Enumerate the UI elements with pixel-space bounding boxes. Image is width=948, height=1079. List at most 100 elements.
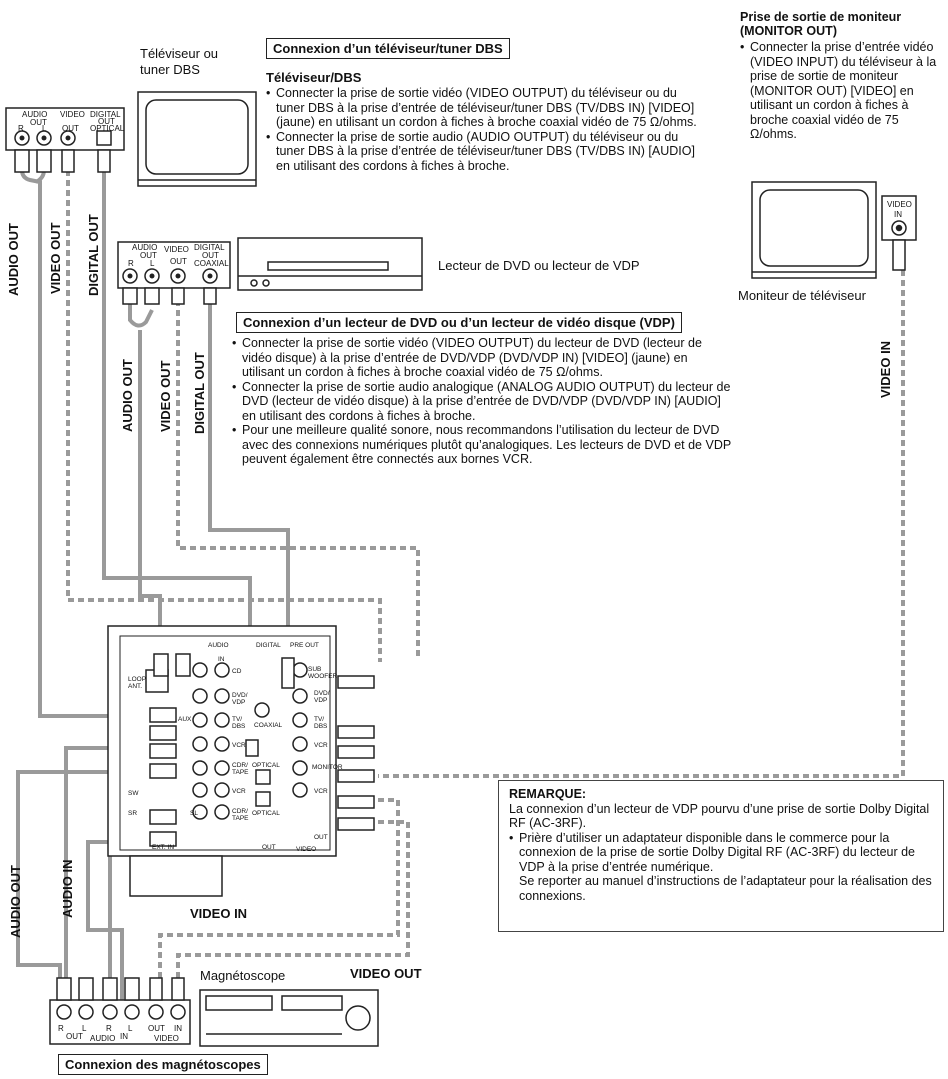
vcr-jack-l1: L — [82, 1024, 87, 1033]
dvd-bullet-video: Connecter la prise de sortie vidéo (VIDE… — [232, 336, 732, 380]
rcv-vcr2-label: VCR — [232, 788, 246, 795]
vcr-jack-l2: L — [128, 1024, 133, 1033]
vcr-jack-in2: IN — [120, 1032, 128, 1041]
dvd-bullet-audio: Connecter la prise de sortie audio analo… — [232, 380, 732, 424]
note-bullets: Prière d’utiliser un adaptateur disponib… — [509, 831, 933, 875]
rcv-loop-ant-label: LOOP ANT. — [128, 676, 146, 690]
note-title: REMARQUE: — [509, 787, 587, 801]
vcr-video-in-label: VIDEO IN — [190, 906, 248, 921]
dvd-video-out-label: VIDEO OUT — [158, 360, 173, 432]
tv-jack-r-label: R — [18, 124, 24, 133]
monitor-video-in-label: VIDEO IN — [878, 340, 893, 398]
tv-section-subtitle: Téléviseur/DBS — [266, 70, 362, 85]
rcv-optical2-label: OPTICAL — [252, 810, 280, 817]
rcv-vtv-label: TV/ DBS — [314, 716, 328, 730]
vcr-jack-audio: AUDIO — [90, 1034, 116, 1043]
dvd-jack-video-out-label: OUT — [170, 257, 187, 266]
monitor-title-1: Prise de sortie de moniteur — [740, 10, 902, 24]
rcv-vdvd-label: DVD/ VDP — [314, 690, 330, 704]
dvd-jack-labels: AUDIO OUT R L VIDEO OUT DIGITAL OUT COAX… — [120, 243, 232, 273]
rcv-sr-label: SR — [128, 810, 138, 817]
receiver-labels: AUDIO DIGITAL PRE OUT IN CD DVD/ VDP TV/… — [108, 626, 343, 856]
dvd-bullet-digital: Pour une meilleure qualité sonore, nous … — [232, 423, 732, 467]
dvd-jack-panel — [117, 241, 231, 305]
note-extra: Se reporter au manuel d’instructions de … — [519, 874, 932, 903]
tv-section-bullets: Connecter la prise de sortie vidéo (VIDE… — [266, 86, 706, 173]
tv-jack-audio-label: AUDIO — [22, 110, 48, 119]
rcv-vout-label: OUT — [314, 834, 328, 841]
tv-digital-out-label: DIGITAL OUT — [86, 214, 101, 296]
vcr-drawing — [199, 989, 379, 1047]
tv-jack-video-out-label: OUT — [62, 124, 79, 133]
vcr-jack-in: IN — [174, 1024, 182, 1033]
rcv-optical-label: OPTICAL — [252, 762, 280, 769]
vcr-video-out-label: VIDEO OUT — [350, 966, 422, 981]
tv-jack-l-label: L — [42, 124, 47, 133]
tv-jack-optical-label: OPTICAL — [90, 124, 125, 133]
dvd-section-title: Connexion d’un lecteur de DVD ou d’un le… — [236, 312, 682, 333]
tv-jack-digital-out-label: OUT — [98, 117, 115, 126]
dvd-jack-out-label: OUT — [140, 251, 157, 260]
monitor-bullets: Connecter la prise d’entrée vidéo (VIDEO… — [740, 40, 944, 142]
note-box: REMARQUE: La connexion d’un lecteur de V… — [498, 780, 944, 932]
rcv-cdr-label: CDR/ TAPE — [232, 762, 249, 776]
tv-jack-digital-label: DIGITAL — [90, 110, 121, 119]
vcr-section-title: Connexion des magnétoscopes — [58, 1054, 268, 1075]
dvd-jack-digital-out-label: OUT — [202, 251, 219, 260]
dvd-section-bullets: Connecter la prise de sortie vidéo (VIDE… — [232, 336, 732, 467]
monitor-title-2: (MONITOR OUT) — [740, 24, 837, 38]
monitor-bullet: Connecter la prise d’entrée vidéo (VIDEO… — [740, 40, 944, 142]
rcv-digital-label: DIGITAL — [256, 642, 281, 649]
rcv-in-label: IN — [218, 656, 225, 663]
vcr-jack-out2: OUT — [66, 1032, 83, 1041]
vcr-jack-panel — [49, 977, 191, 1045]
rcv-video-label: VIDEO — [296, 846, 317, 853]
tv-section-title: Connexion d’un téléviseur/tuner DBS — [266, 38, 510, 59]
rcv-preout-label: PRE OUT — [290, 642, 319, 649]
receiver-panel — [107, 625, 375, 897]
dvd-jack-coaxial-label: COAXIAL — [194, 259, 229, 268]
rcv-vvcr2-label: VCR — [314, 788, 328, 795]
dvd-drawing — [237, 237, 423, 291]
rcv-extin-label: EXT. IN — [152, 844, 175, 851]
vcr-jack-r2: R — [106, 1024, 112, 1033]
rcv-vvcr-label: VCR — [314, 742, 328, 749]
vcr-jack-r1: R — [58, 1024, 64, 1033]
video-cables — [66, 150, 905, 1000]
rcv-cd-label: CD — [232, 668, 242, 675]
vcr-audio-out-label: AUDIO OUT — [8, 865, 23, 938]
vcr-jack-labels: R L R L OUT IN OUT AUDIO IN VIDEO — [50, 1024, 190, 1044]
note-intro: La connexion d’un lecteur de VDP pourvu … — [509, 801, 930, 831]
rcv-audio-label: AUDIO — [208, 642, 229, 649]
rcv-sw-label: SW — [128, 790, 139, 797]
rcv-out-label: OUT — [262, 844, 276, 851]
rcv-subwoofer-label: SUB WOOFER — [308, 666, 338, 680]
dvd-device-caption: Lecteur de DVD ou lecteur de VDP — [438, 258, 640, 273]
dvd-jack-r-label: R — [128, 259, 134, 268]
dvd-audio-out-label: AUDIO OUT — [120, 359, 135, 432]
vcr-device-caption: Magnétoscope — [200, 968, 286, 983]
tv-bullet-video: Connecter la prise de sortie vidéo (VIDE… — [266, 86, 706, 130]
rcv-dvd-label: DVD/ VDP — [232, 692, 248, 706]
rcv-sl-label: SL — [190, 810, 198, 817]
dvd-jack-video-label: VIDEO — [164, 245, 189, 254]
dvd-jack-l-label: L — [150, 259, 155, 268]
tv-jack-video-label: VIDEO — [60, 110, 85, 119]
tv-jack-out-label: OUT — [30, 118, 47, 127]
tv-device-caption-1: Téléviseur ou — [140, 46, 219, 61]
tv-bullet-audio: Connecter la prise de sortie audio (AUDI… — [266, 130, 706, 174]
monitor-drawing — [751, 181, 917, 279]
tv-device-caption-2: tuner DBS — [140, 62, 200, 77]
vcr-jack-out: OUT — [148, 1024, 165, 1033]
tv-video-out-label: VIDEO OUT — [48, 222, 63, 294]
rcv-cdr2-label: CDR/ TAPE — [232, 808, 249, 822]
note-bullet: Prière d’utiliser un adaptateur disponib… — [509, 831, 933, 875]
monitor-jack-video-label: VIDEO — [887, 200, 912, 209]
rcv-tv-label: TV/ DBS — [232, 716, 246, 730]
monitor-jack-in-label: IN — [894, 210, 902, 219]
tv-drawing — [137, 91, 257, 187]
rcv-aux-label: AUX — [178, 716, 192, 723]
dvd-jack-audio-label: AUDIO — [132, 243, 158, 252]
rcv-vcr-label: VCR — [232, 742, 246, 749]
monitor-caption: Moniteur de téléviseur — [738, 288, 866, 303]
